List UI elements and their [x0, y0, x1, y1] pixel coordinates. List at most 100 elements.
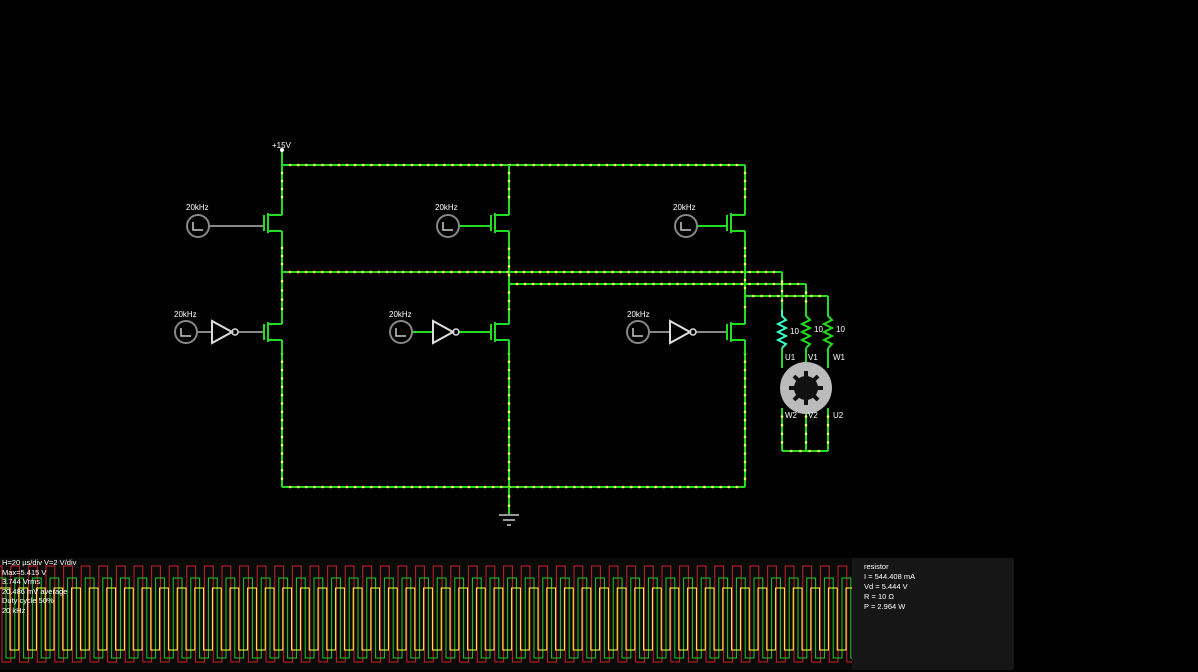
current-dot — [595, 282, 599, 286]
square-wave-icon — [395, 328, 406, 337]
current-dot — [587, 282, 591, 286]
current-dot — [441, 270, 445, 274]
high-side-mosfet-a[interactable] — [263, 201, 283, 245]
high-side-mosfet-b[interactable] — [490, 201, 510, 245]
scope-max: Max=5.415 V — [2, 567, 47, 577]
current-dot — [604, 282, 607, 286]
current-dot — [280, 279, 284, 283]
current-dot — [789, 449, 793, 453]
source-circle — [174, 320, 198, 344]
low-side-mosfet-c[interactable] — [726, 310, 746, 354]
current-dot — [555, 282, 559, 286]
low-side-mosfet-a[interactable] — [263, 310, 283, 354]
source-circle — [436, 214, 460, 238]
current-dot — [280, 385, 284, 389]
current-dot — [337, 485, 341, 489]
signal-source-low-a[interactable] — [174, 320, 198, 344]
current-dot — [370, 163, 373, 167]
current-dot — [808, 449, 811, 453]
current-dot — [597, 485, 601, 489]
current-dot — [776, 294, 780, 298]
motor[interactable] — [780, 362, 832, 414]
current-dot — [280, 171, 284, 175]
current-dot — [743, 179, 747, 183]
current-dot — [483, 163, 487, 167]
signal-source-low-c[interactable] — [626, 320, 650, 344]
inverter-b[interactable] — [432, 319, 460, 345]
current-dot — [554, 270, 558, 274]
current-dot — [280, 477, 284, 480]
terminal-label-v2: V2 — [808, 411, 818, 420]
current-dot — [826, 441, 830, 444]
current-dot — [743, 278, 747, 282]
current-dot — [748, 282, 752, 286]
high-side-mosfet-c[interactable] — [726, 201, 746, 245]
current-dot — [638, 163, 641, 167]
current-dot — [280, 377, 284, 380]
current-dot — [280, 468, 284, 472]
current-dot — [654, 485, 657, 489]
current-dot — [531, 282, 535, 286]
current-dot — [589, 163, 592, 167]
inverter-c[interactable] — [669, 319, 697, 345]
current-dot — [540, 485, 544, 489]
current-dot — [507, 460, 511, 464]
resistor-u[interactable] — [775, 310, 789, 349]
current-dot — [345, 163, 349, 167]
current-dot — [507, 452, 511, 455]
current-dot — [532, 485, 536, 489]
current-dot — [280, 452, 284, 455]
source-label-high-a: 20kHz — [186, 203, 209, 212]
signal-source-high-a[interactable] — [186, 214, 210, 238]
current-dot — [507, 273, 511, 277]
current-dot — [418, 163, 422, 167]
current-dot — [651, 270, 655, 274]
oscilloscope-panel[interactable]: H=20 µs/div V=2 V/div Max=5.415 V 3.744 … — [0, 558, 852, 670]
current-dot — [386, 485, 389, 489]
square-wave-icon — [442, 222, 453, 231]
current-dot — [667, 270, 671, 274]
current-dot — [280, 254, 284, 258]
inverter-a[interactable] — [211, 319, 239, 345]
current-dot — [353, 270, 356, 274]
current-dot — [571, 270, 574, 274]
motor-tooth — [811, 374, 820, 383]
signal-source-high-c[interactable] — [674, 214, 698, 238]
current-dot — [780, 280, 784, 283]
current-dot — [589, 485, 592, 489]
current-dot — [636, 282, 639, 286]
current-dot — [752, 294, 755, 298]
resistor-v[interactable] — [799, 310, 813, 349]
current-dot — [280, 418, 284, 422]
current-dot — [337, 163, 341, 167]
current-dot — [804, 432, 808, 436]
current-dot — [743, 360, 747, 364]
square-wave-icon — [680, 222, 691, 231]
current-dot — [385, 270, 389, 274]
signal-source-low-b[interactable] — [389, 320, 413, 344]
current-dot — [280, 360, 284, 364]
current-dot — [507, 187, 511, 191]
square-wave-icon — [632, 328, 643, 337]
low-side-mosfet-b[interactable] — [490, 310, 510, 354]
current-dot — [686, 485, 690, 489]
current-dot — [491, 485, 495, 489]
current-dot — [507, 368, 511, 372]
current-dot — [507, 179, 511, 183]
current-dot — [694, 163, 698, 167]
source-circle — [186, 214, 210, 238]
current-dot — [280, 402, 284, 405]
source-circle — [389, 320, 413, 344]
current-dot — [321, 163, 324, 167]
current-dot — [605, 163, 609, 167]
current-dot — [491, 163, 495, 167]
current-dot — [523, 282, 527, 286]
current-dot — [538, 270, 542, 274]
signal-source-high-b[interactable] — [436, 214, 460, 238]
scope-frequency: 20 kHz — [2, 605, 26, 615]
resistor-w[interactable] — [821, 310, 835, 349]
current-dot — [507, 171, 511, 175]
current-dot — [804, 415, 808, 418]
current-dot — [280, 298, 284, 301]
